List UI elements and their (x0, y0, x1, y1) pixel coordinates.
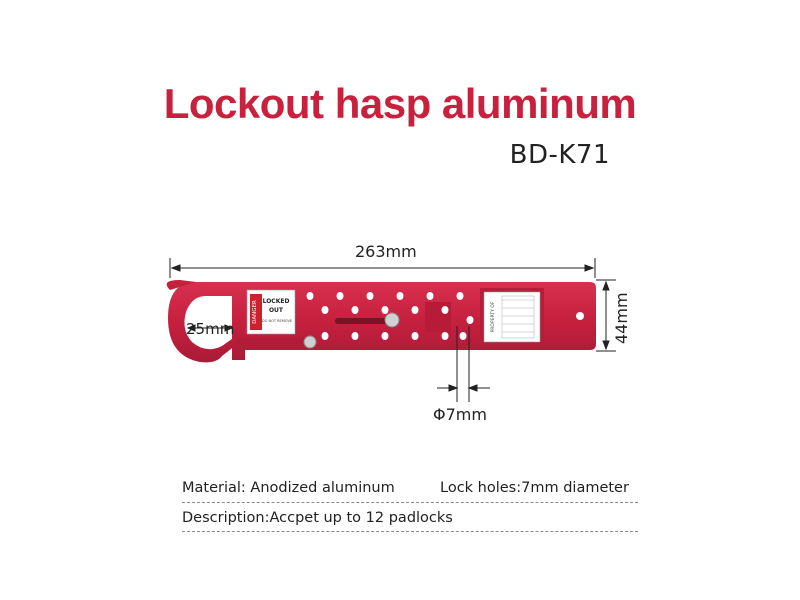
lock-hole (336, 292, 344, 300)
spec-description: Description:Accpet up to 12 padlocks (182, 510, 453, 526)
divider (182, 502, 638, 503)
property-label: PROPERTY OF (483, 291, 541, 343)
property-label-text: PROPERTY OF (490, 301, 496, 332)
spec-material: Material: Anodized aluminum (182, 480, 395, 496)
tag-line3: DO NOT REMOVE (262, 319, 292, 323)
tag-line1: LOCKED (263, 298, 290, 305)
spec-row-material: Material: Anodized aluminum Lock holes:7… (182, 480, 638, 504)
height-dimension-line (596, 279, 616, 352)
lock-hole (459, 332, 467, 340)
spec-row-description: Description:Accpet up to 12 padlocks (182, 510, 638, 534)
lock-hole (441, 332, 449, 340)
product-title: Lockout hasp aluminum (163, 80, 637, 127)
length-label: 263mm (355, 242, 417, 261)
tag-line2: OUT (269, 307, 284, 314)
spec-lock-holes: Lock holes:7mm diameter (440, 480, 629, 496)
lock-hole (411, 306, 419, 314)
lock-hole (351, 332, 359, 340)
tag-danger-text: DANGER (252, 300, 258, 324)
lock-hole (351, 306, 359, 314)
danger-tag: DANGER LOCKED OUT DO NOT REMOVE (246, 289, 296, 335)
lock-hole (441, 306, 449, 314)
lock-hole (426, 292, 434, 300)
model-number: BD-K71 (509, 140, 610, 170)
lock-hole (456, 292, 464, 300)
lock-hole (466, 316, 474, 324)
length-dimension-line (169, 258, 596, 278)
lock-hole (321, 332, 329, 340)
lock-hole (411, 332, 419, 340)
height-label: 44mm (612, 292, 631, 344)
lock-holes (306, 292, 474, 340)
lock-hole (381, 306, 389, 314)
hook-opening-label: 25mm (186, 320, 235, 338)
lock-hole (366, 292, 374, 300)
hole-dimension-line (437, 326, 490, 402)
lock-hole (321, 306, 329, 314)
divider (182, 531, 638, 532)
lock-hole (306, 292, 314, 300)
hook-dimension-line (186, 324, 234, 332)
hole-diameter-label: Φ7mm (433, 405, 487, 424)
lock-hole (381, 332, 389, 340)
lock-hole (396, 292, 404, 300)
